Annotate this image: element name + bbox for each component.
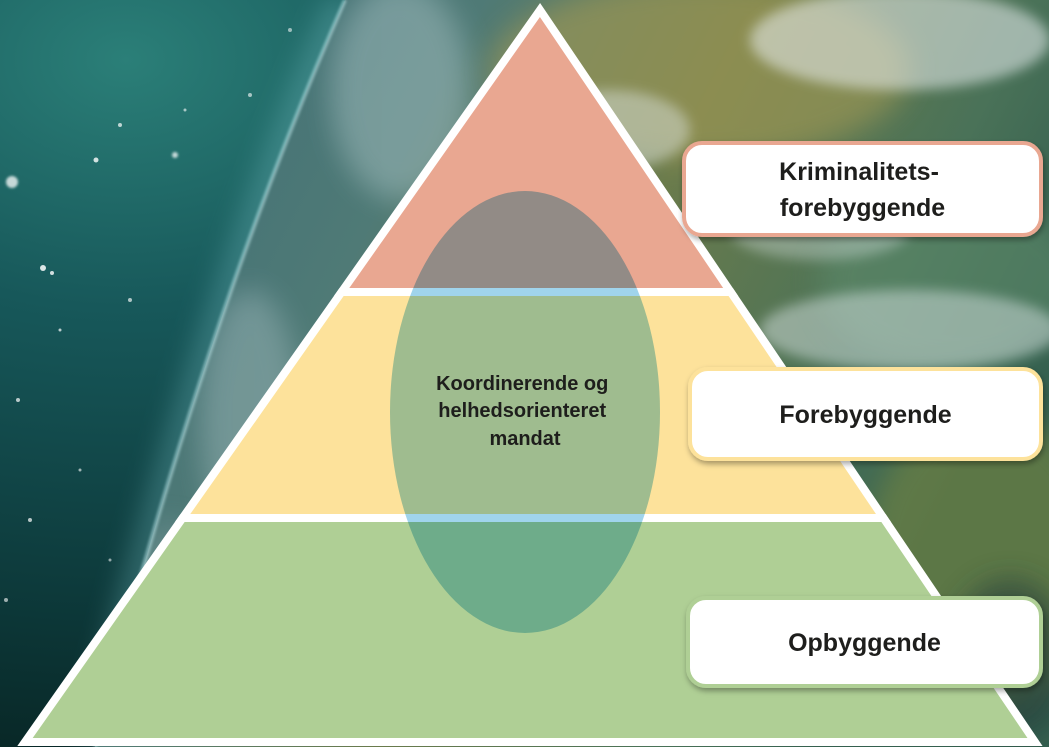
layer-label-line: Kriminalitets- — [779, 158, 939, 186]
star — [58, 328, 62, 332]
layer-label-box-top: Kriminalitets- forebyggende — [682, 141, 1043, 237]
star — [28, 518, 32, 522]
star — [16, 398, 20, 402]
star — [40, 265, 46, 271]
layer-label-line: Opbyggende — [788, 629, 941, 657]
label-box-frame — [682, 141, 1043, 237]
overlay-label-line: Koordinerende og — [436, 373, 608, 395]
star — [172, 152, 178, 158]
coordination-overlay-ellipse — [390, 191, 660, 633]
layer-label-line: Forebyggende — [779, 401, 951, 429]
star — [183, 108, 187, 112]
layer-label-box-bottom: Opbyggende — [686, 596, 1043, 688]
star — [128, 298, 132, 302]
cloud — [760, 290, 1049, 370]
star — [78, 468, 82, 472]
stars — [4, 28, 292, 602]
layer-label-bottom: Opbyggende — [788, 629, 941, 657]
layer-label-line: forebyggende — [780, 194, 945, 222]
cloud — [330, 0, 470, 200]
star — [4, 598, 8, 602]
layer-label-middle: Forebyggende — [779, 401, 951, 429]
label-box-frame — [688, 367, 1043, 461]
overlay-label-line: mandat — [489, 428, 560, 450]
layer-label-box-middle: Forebyggende — [688, 367, 1043, 461]
star — [248, 93, 252, 97]
overlay-label: Koordinerende og helhedsorienteret manda… — [436, 373, 614, 450]
label-box-frame — [686, 596, 1043, 688]
overlay-label-line: helhedsorienteret — [438, 400, 606, 422]
star — [93, 157, 99, 163]
star — [50, 271, 54, 275]
layer-label-top: Kriminalitets- forebyggende — [779, 158, 946, 222]
cloud — [750, 0, 1049, 90]
star — [288, 28, 292, 32]
star — [6, 176, 18, 188]
star — [108, 558, 112, 562]
star — [118, 123, 122, 127]
